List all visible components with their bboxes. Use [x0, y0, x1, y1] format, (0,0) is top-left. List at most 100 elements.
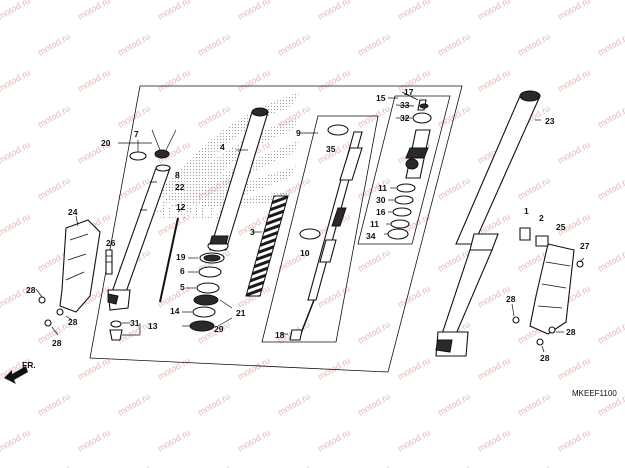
watermark-text: motod.ru	[316, 67, 352, 93]
o-ring-10	[299, 228, 321, 240]
watermark-text: motod.ru	[196, 463, 232, 468]
watermark-text: motod.ru	[356, 103, 392, 129]
watermark-text: motod.ru	[396, 427, 432, 453]
callout-8: 8	[175, 170, 180, 180]
outer-tube-left	[107, 164, 171, 311]
callout-2: 2	[539, 213, 544, 223]
watermark-text: motod.ru	[76, 427, 112, 453]
watermark-text: motod.ru	[0, 211, 32, 237]
callout-28a: 28	[26, 285, 36, 295]
watermark-text: motod.ru	[116, 391, 152, 417]
callout-28c: 28	[52, 338, 62, 348]
watermark-text: motod.ru	[396, 283, 432, 309]
watermark-text: motod.ru	[356, 247, 392, 273]
callout-11a: 11	[378, 183, 387, 193]
fork-spring-3	[245, 195, 289, 297]
inner-tube-4	[207, 107, 269, 252]
cartridge-group-box	[261, 115, 379, 343]
watermark-text: motod.ru	[476, 0, 512, 22]
watermark-text: motod.ru	[476, 67, 512, 93]
watermark-text: motod.ru	[516, 463, 552, 468]
watermark-text: motod.ru	[436, 391, 472, 417]
watermark-text: motod.ru	[36, 391, 72, 417]
callout-28b: 28	[68, 317, 78, 327]
watermark-text: motod.ru	[236, 0, 272, 22]
outer-tube-right-23	[435, 90, 541, 357]
watermark-text: motod.ru	[316, 0, 352, 22]
callout-5: 5	[180, 282, 185, 292]
watermark-text: motod.ru	[76, 0, 112, 22]
callout-34: 34	[366, 231, 376, 241]
watermark-text: motod.ru	[196, 103, 232, 129]
callout-32: 32	[400, 113, 410, 123]
collar-18	[289, 329, 303, 341]
watermark-text: motod.ru	[156, 67, 192, 93]
callout-28f: 28	[540, 353, 550, 363]
callout-28d: 28	[506, 294, 516, 304]
o-ring-35	[327, 124, 349, 136]
watermark-text: motod.ru	[236, 427, 272, 453]
watermark-text: motod.ru	[76, 67, 112, 93]
watermark-text: motod.ru	[516, 31, 552, 57]
callout-24: 24	[68, 207, 78, 217]
watermark-text: motod.ru	[436, 175, 472, 201]
callout-25: 25	[556, 222, 566, 232]
watermark-text: motod.ru	[276, 391, 312, 417]
callout-27: 27	[580, 241, 590, 251]
callout-30: 30	[376, 195, 386, 205]
watermark-text: motod.ru	[556, 67, 592, 93]
watermark-text: motod.ru	[156, 355, 192, 381]
callout-29: 29	[214, 324, 224, 334]
callout-19: 19	[176, 252, 186, 262]
watermark-text: motod.ru	[0, 0, 32, 22]
clip-1	[519, 227, 531, 241]
callout-3: 3	[250, 227, 255, 237]
callout-20: 20	[101, 138, 111, 148]
watermark-text: motod.ru	[156, 427, 192, 453]
watermark-text: motod.ru	[596, 31, 625, 57]
watermark-text: motod.ru	[596, 103, 625, 129]
callout-14: 14	[170, 306, 180, 316]
fork-guard-left	[59, 219, 101, 313]
watermark-text: motod.ru	[436, 31, 472, 57]
clip-2	[535, 235, 549, 247]
watermark-text: motod.ru	[36, 31, 72, 57]
watermark-text: motod.ru	[116, 31, 152, 57]
front-direction-label: FR.	[22, 360, 36, 370]
watermark-text: motod.ru	[356, 463, 392, 468]
watermark-text: motod.ru	[156, 0, 192, 22]
watermark-text: motod.ru	[556, 0, 592, 22]
callout-7: 7	[134, 129, 139, 139]
watermark-text: motod.ru	[476, 355, 512, 381]
watermark-text: motod.ru	[396, 355, 432, 381]
honda-brand-text: HONDA	[150, 200, 231, 225]
callout-21: 21	[236, 308, 246, 318]
watermark-text: motod.ru	[596, 247, 625, 273]
callout-17: 17	[404, 87, 414, 97]
callout-16: 16	[376, 207, 386, 217]
callout-9: 9	[296, 128, 301, 138]
watermark-text: motod.ru	[556, 355, 592, 381]
watermark-text: motod.ru	[436, 463, 472, 468]
watermark-text: motod.ru	[276, 31, 312, 57]
watermark-text: motod.ru	[116, 103, 152, 129]
dust-seal-7	[129, 151, 147, 161]
watermark-text: motod.ru	[0, 67, 32, 93]
watermark-text: motod.ru	[236, 355, 272, 381]
watermark-text: motod.ru	[316, 427, 352, 453]
diagram-code: MKEEF1100	[572, 389, 617, 398]
watermark-text: motod.ru	[516, 175, 552, 201]
watermark-text: motod.ru	[476, 427, 512, 453]
watermark-text: motod.ru	[0, 139, 32, 165]
callout-23: 23	[545, 116, 555, 126]
watermark-text: motod.ru	[516, 391, 552, 417]
watermark-text: motod.ru	[596, 319, 625, 345]
callout-4: 4	[220, 142, 225, 152]
cartridge-9	[299, 131, 363, 337]
callout-31: 31	[130, 318, 140, 328]
oil-seal-8	[154, 149, 170, 159]
callout-11b: 11	[370, 219, 379, 229]
callout-33: 33	[400, 100, 410, 110]
callout-12: 12	[176, 202, 186, 212]
